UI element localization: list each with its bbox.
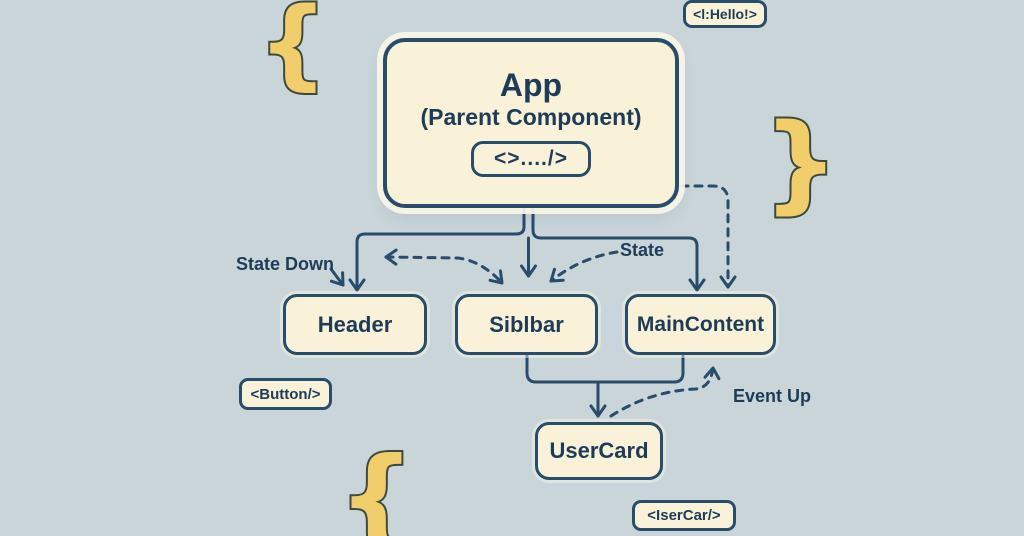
maincontent-label: MainContent	[636, 312, 765, 336]
hello-code-badge: <l:Hello!>	[683, 0, 767, 28]
state-label-dashed-arrow	[549, 250, 619, 283]
app-subtitle: (Parent Component)	[420, 103, 642, 130]
hello-code-text: <l:Hello!>	[693, 6, 757, 22]
state-down-label: State Down	[236, 254, 335, 274]
state-down-pointer-arrow	[329, 267, 345, 287]
app-to-header-connector	[348, 207, 526, 292]
brace-right-icon: }	[763, 101, 838, 224]
sidebar-component-box: Siblbar	[455, 294, 598, 355]
event-up-dashed-arrow	[609, 366, 721, 418]
brace-top-left-icon: {	[258, 0, 328, 101]
two-way-state-dashed-arrow	[384, 248, 504, 285]
app-component-box: App (Parent Component) <>..../>	[383, 38, 679, 208]
app-to-maincontent-connector	[531, 207, 706, 292]
sidebar-label: Siblbar	[489, 311, 564, 337]
isercar-code-badge: <IserCar/>	[632, 500, 736, 531]
usercard-component-box: UserCard	[535, 422, 663, 480]
app-right-dashed-arrow	[679, 184, 737, 289]
event-up-label: Event Up	[733, 386, 812, 406]
header-component-box: Header	[283, 294, 427, 355]
maincontent-component-box: MainContent	[625, 294, 776, 355]
merge-bracket-connector	[525, 354, 685, 384]
brace-bottom-left-icon: {	[338, 435, 415, 536]
isercar-code-text: <IserCar/>	[647, 507, 721, 524]
app-title: App	[499, 67, 563, 104]
usercard-label: UserCard	[549, 438, 649, 463]
app-code-chip: <>..../>	[471, 140, 591, 177]
state-label: State	[620, 240, 665, 260]
button-code-text: <Button/>	[250, 385, 321, 403]
header-label: Header	[317, 311, 393, 337]
button-code-badge: <Button/>	[239, 378, 332, 410]
